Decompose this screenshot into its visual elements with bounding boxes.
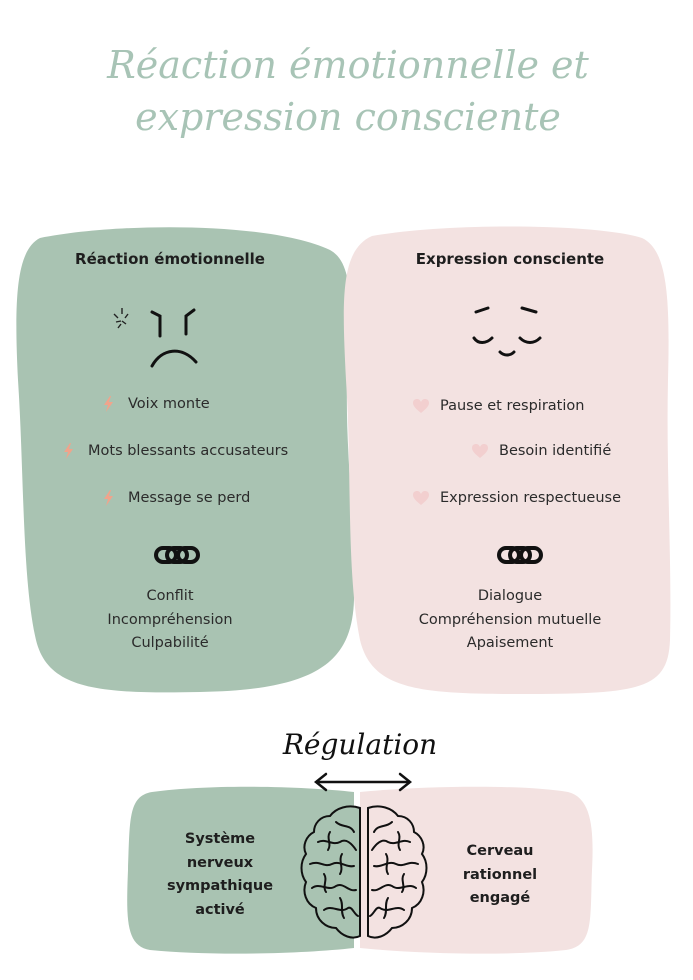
title-line-2: expression consciente bbox=[135, 95, 561, 139]
bottom-left-line-3: sympathique bbox=[166, 878, 274, 894]
lightning-bolt-icon bbox=[104, 396, 113, 412]
angry-face-icon bbox=[113, 308, 198, 368]
left-panel-blob bbox=[16, 227, 355, 693]
left-item-2: Mots blessants accusateurs bbox=[60, 442, 288, 460]
left-item-3: Message se perd bbox=[100, 489, 250, 507]
heart-icon bbox=[413, 399, 429, 413]
right-panel-blob bbox=[343, 226, 671, 695]
bottom-right-line-1: Cerveau bbox=[466, 843, 534, 859]
bottom-left-blob bbox=[127, 786, 355, 954]
left-item-1: Voix monte bbox=[100, 395, 210, 413]
calm-face-icon bbox=[472, 306, 542, 357]
lightning-bolt-icon bbox=[64, 443, 73, 459]
bottom-right-line-2: rationnel bbox=[462, 866, 538, 883]
right-outcome-1: Dialogue bbox=[477, 588, 543, 604]
right-outcomes: Dialogue Compréhension mutuelle Apaiseme… bbox=[380, 585, 640, 656]
title-line-1: Réaction émotionnelle et bbox=[106, 43, 589, 87]
left-outcome-3: Culpabilité bbox=[131, 635, 209, 651]
left-item-label-2: Mots blessants accusateurs bbox=[88, 443, 289, 459]
right-item-3: Expression respectueuse bbox=[412, 489, 621, 507]
bottom-left-line-4: activé bbox=[195, 901, 245, 918]
right-outcome-3: Apaisement bbox=[466, 635, 554, 651]
bottom-right-blob bbox=[360, 786, 593, 954]
left-item-label-3: Message se perd bbox=[128, 490, 251, 506]
brain-icon bbox=[300, 805, 428, 939]
heart-icon bbox=[413, 491, 429, 505]
bottom-left-line-2: nerveux bbox=[186, 854, 254, 871]
chain-link-icon bbox=[497, 546, 543, 564]
regulation-block: Régulation bbox=[282, 728, 437, 792]
bottom-right-line-3: engagé bbox=[469, 890, 531, 906]
right-item-1: Pause et respiration bbox=[412, 397, 584, 415]
right-item-label-2: Besoin identifié bbox=[499, 443, 612, 459]
lightning-bolt-icon bbox=[104, 490, 113, 506]
right-outcome-2: Compréhension mutuelle bbox=[418, 611, 602, 628]
bottom-left-text: Système nerveux sympathique activé bbox=[150, 828, 290, 922]
bottom-right-text: Cerveau rationnel engagé bbox=[430, 840, 570, 911]
left-outcome-2: Incompréhension bbox=[107, 611, 233, 628]
right-item-label-1: Pause et respiration bbox=[440, 398, 585, 414]
left-outcome-1: Conflit bbox=[146, 588, 194, 604]
double-arrow-icon bbox=[313, 772, 413, 792]
regulation-label: Régulation bbox=[282, 728, 437, 761]
right-item-2: Besoin identifié bbox=[471, 442, 611, 460]
heart-icon bbox=[472, 444, 488, 458]
bottom-left-line-1: Système bbox=[184, 831, 256, 847]
left-item-label-1: Voix monte bbox=[128, 396, 210, 412]
title-block: Réaction émotionnelle et expression cons… bbox=[106, 43, 589, 139]
right-panel-heading: Expression consciente bbox=[415, 250, 605, 268]
left-outcomes: Conflit Incompréhension Culpabilité bbox=[40, 585, 300, 656]
chain-link-icon bbox=[154, 546, 200, 564]
left-panel-heading: Réaction émotionnelle bbox=[75, 250, 265, 268]
right-item-label-3: Expression respectueuse bbox=[440, 490, 621, 506]
